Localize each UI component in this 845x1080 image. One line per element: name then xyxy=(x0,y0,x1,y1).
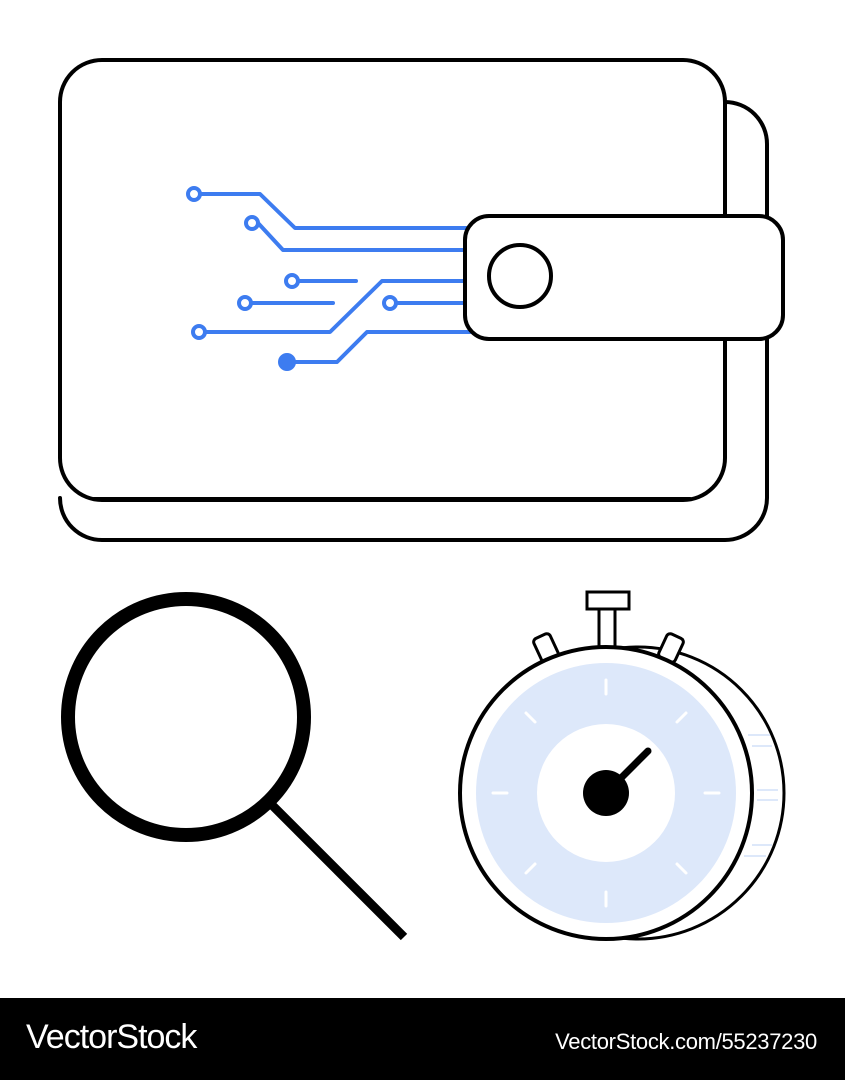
watermark-banner: VectorStock VectorStock.com/55237230 xyxy=(0,998,845,1080)
brand-logo: VectorStock xyxy=(26,1018,197,1056)
circuit-lines-icon xyxy=(186,186,472,371)
magnifying-glass-icon xyxy=(61,592,408,941)
stopwatch-icon xyxy=(458,590,786,941)
wallet-clasp xyxy=(463,214,785,341)
illustration xyxy=(58,58,786,941)
image-credit: VectorStock.com/55237230 xyxy=(555,1029,817,1054)
